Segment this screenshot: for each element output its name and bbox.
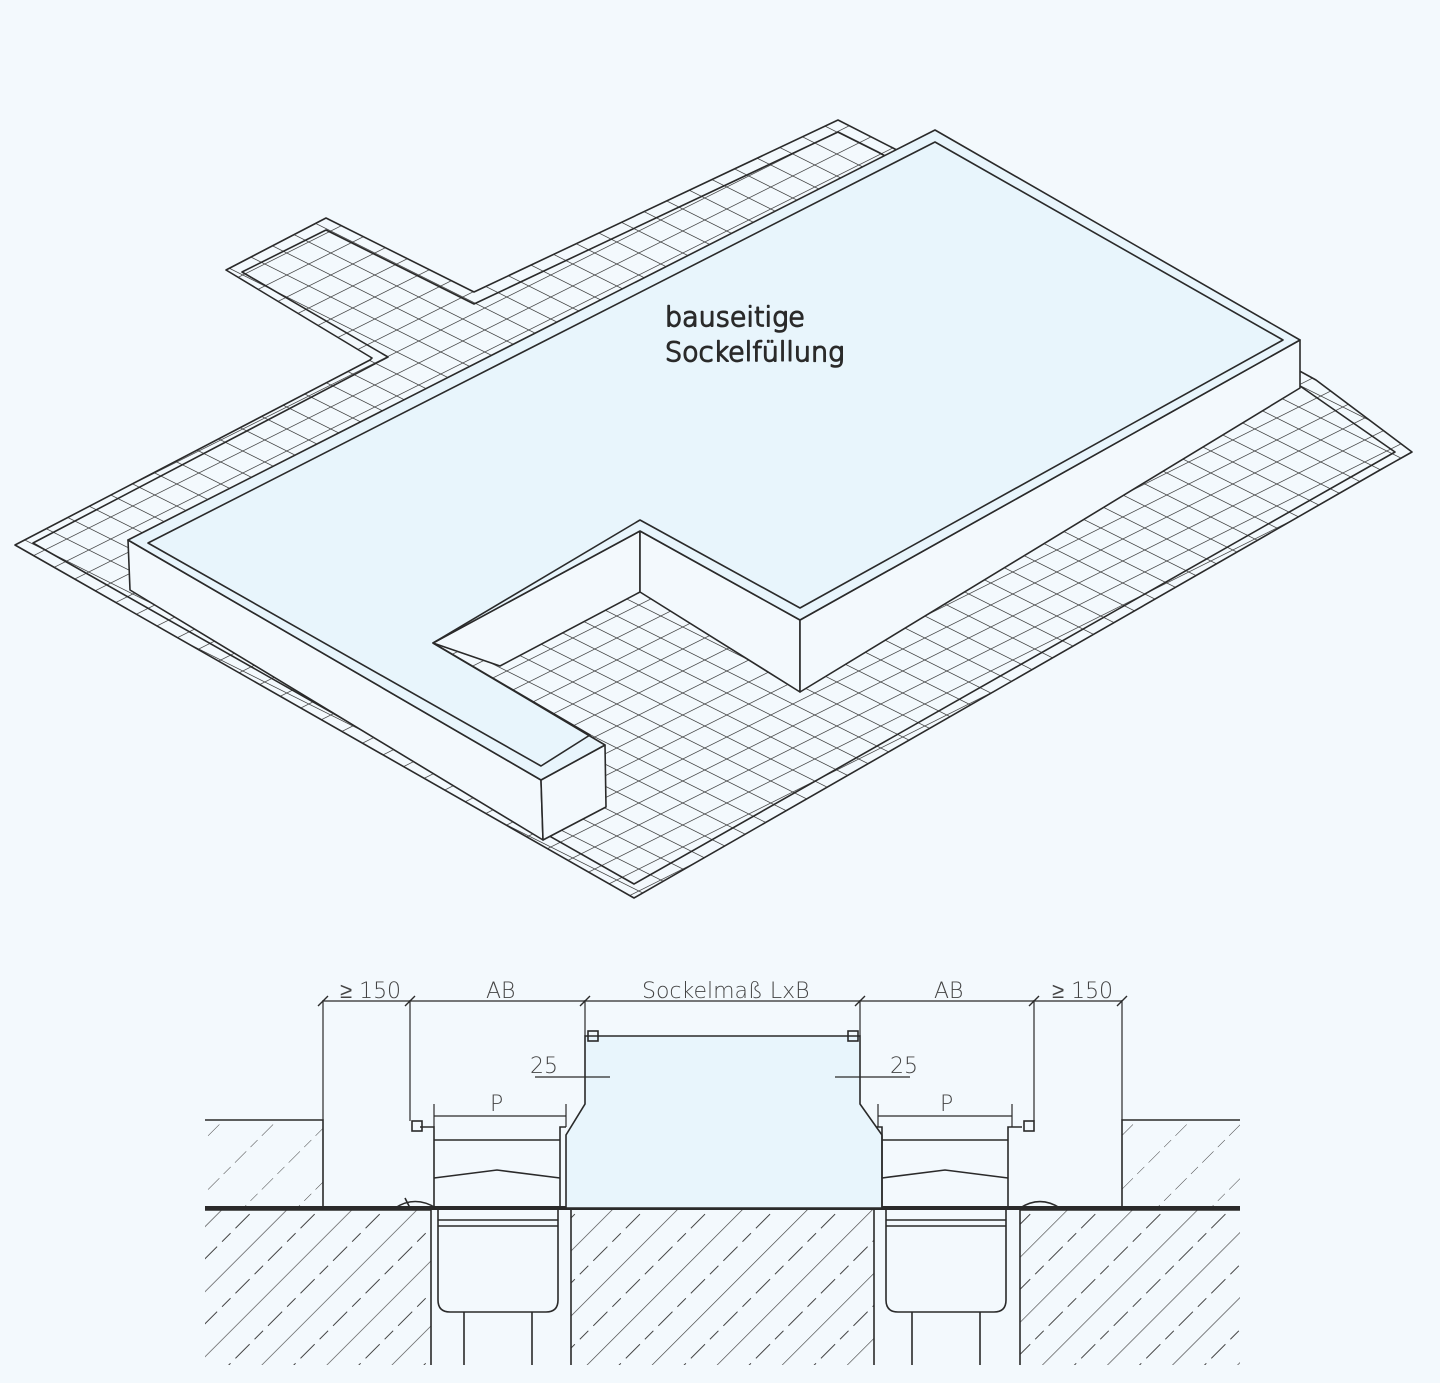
dimension-ticks <box>317 995 1128 1007</box>
dim-base: Sockelmaß LxB <box>642 979 810 1004</box>
dim-25-right: 25 <box>890 1054 918 1079</box>
dim-25-left: 25 <box>530 1054 558 1079</box>
dim-min-left: ≥ 150 <box>340 979 401 1004</box>
floor-left <box>205 1120 323 1208</box>
substrate-right <box>1020 1210 1240 1365</box>
dimension-lines <box>323 1000 1122 1117</box>
base-corner-right <box>847 1030 859 1042</box>
pedestal-top <box>127 129 1301 781</box>
isometric-view: bauseitige Sockelfüllung <box>14 119 1413 899</box>
dim-p-left: P <box>490 1092 503 1117</box>
substrate-left <box>205 1210 431 1365</box>
iso-label-line1: bauseitige <box>665 302 805 333</box>
pedestal-top-inner <box>147 141 1284 767</box>
iso-label-line2: Sockelfüllung <box>665 337 844 368</box>
base-corner-left <box>587 1030 599 1042</box>
floor-right <box>1122 1120 1240 1208</box>
dim-ab-left: AB <box>486 979 515 1004</box>
substrate-center <box>571 1210 874 1365</box>
dim-ab-right: AB <box>934 979 963 1004</box>
dim-min-right: ≥ 150 <box>1052 979 1113 1004</box>
dim-p-right: P <box>940 1092 953 1117</box>
base-block <box>565 1035 883 1209</box>
drain-left <box>394 1120 566 1365</box>
section-view: ≥ 150 AB Sockelmaß LxB AB ≥ 150 25 25 P … <box>205 979 1240 1365</box>
